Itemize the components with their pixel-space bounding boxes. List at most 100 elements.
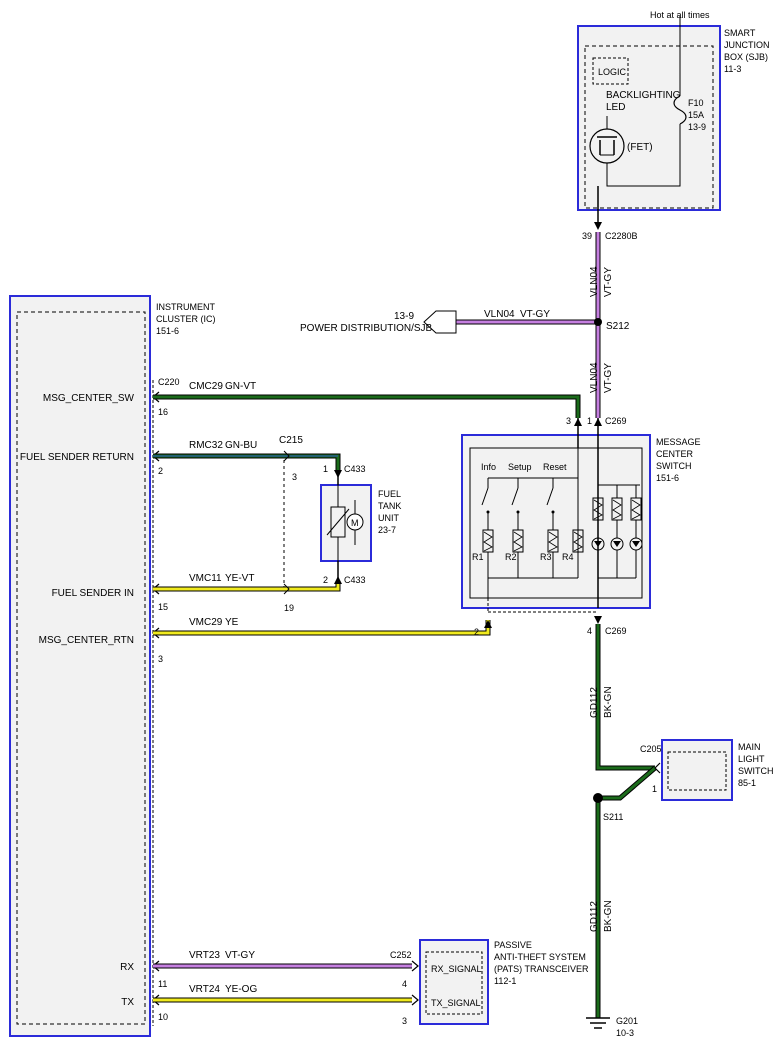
c433-top-label: C433	[344, 464, 366, 474]
motor-label: M	[351, 518, 359, 528]
reset-switch[interactable]	[546, 478, 559, 578]
c433-bottom-label: C433	[344, 575, 366, 585]
c2280b-pin-arrow	[594, 222, 602, 230]
vmc29-circuit: VMC29	[189, 617, 223, 628]
c215-bottom-mark	[283, 583, 290, 595]
pin-15: 15	[158, 602, 168, 612]
pin-3: 3	[158, 654, 163, 664]
c269-pin3-arrow	[574, 418, 582, 426]
c269-bottom-label: C269	[605, 626, 627, 636]
c215-label: C215	[279, 435, 303, 446]
c433-bottom-arrow	[334, 576, 342, 584]
resistor-r3-label: R3	[540, 552, 552, 562]
sjb-connector-c2280b: C2280B	[605, 231, 638, 241]
pin-rx: RX	[120, 962, 134, 973]
c269-pin-3: 3	[566, 416, 571, 426]
c252-rx-pin: 4	[402, 979, 407, 989]
power-dist-label: POWER DISTRIBUTION/SJB	[300, 323, 433, 334]
pin-2: 2	[158, 466, 163, 476]
pats-name-4: 112-1	[494, 976, 516, 986]
pin-11: 11	[158, 979, 167, 989]
message-center-switch	[461, 418, 651, 613]
cluster-pin-arrows	[152, 391, 160, 1006]
c269-top-label: C269	[605, 416, 627, 426]
pin-msg-center-rtn: MSG_CENTER_RTN	[39, 635, 134, 646]
main-light-name-2: LIGHT	[738, 754, 765, 764]
sjb-name-1: SMART	[724, 28, 756, 38]
pats-tx-signal: TX_SIGNAL	[431, 998, 481, 1008]
cluster-name-1: INSTRUMENT	[156, 302, 215, 312]
switch-info-label: Info	[481, 462, 496, 472]
c433-top-arrow	[334, 470, 342, 478]
c252-rx-pin-mark	[411, 960, 419, 972]
ground-name: G201	[616, 1016, 638, 1026]
wire-cmc29	[153, 394, 581, 418]
instrument-cluster	[9, 295, 151, 1037]
gd112-color-lower: BK-GN	[603, 900, 614, 932]
fuel-tank-name-2: TANK	[378, 501, 401, 511]
vmc11-circuit: VMC11	[189, 573, 222, 584]
vrt23-color: VT-GY	[225, 950, 255, 961]
c269-pin-1: 1	[587, 416, 592, 426]
pin-msg-center-sw: MSG_CENTER_SW	[43, 393, 135, 404]
sjb-fet-label: (FET)	[627, 142, 653, 153]
pats-transceiver	[419, 939, 489, 1025]
resistor-r4	[572, 529, 584, 553]
splice-s212	[594, 318, 602, 326]
c269-pin4-arrow	[594, 616, 602, 624]
info-switch[interactable]	[481, 478, 494, 598]
cmc29-color: GN-VT	[225, 381, 256, 392]
c220-label: C220	[158, 377, 180, 387]
power-distribution-connector-symbol[interactable]	[423, 310, 457, 334]
c252-label: C252	[390, 950, 412, 960]
msg-switch-name-2: CENTER	[656, 449, 694, 459]
vmc11-color: YE-VT	[225, 573, 254, 584]
wire-gd112	[595, 624, 657, 1018]
ground-symbol	[586, 1017, 610, 1029]
c269-pin-4: 4	[587, 626, 592, 636]
s212-label: S212	[606, 321, 630, 332]
pin-16: 16	[158, 407, 168, 417]
pats-name-2: ANTI-THEFT SYSTEM	[494, 952, 586, 962]
cmc29-circuit: CMC29	[189, 381, 223, 392]
hot-at-all-times-label: Hot at all times	[650, 10, 710, 20]
vrt24-color: YE-OG	[225, 984, 257, 995]
vrt23-circuit: VRT23	[189, 950, 220, 961]
pats-name-3: (PATS) TRANSCEIVER	[494, 964, 589, 974]
msg-switch-name-3: SWITCH	[656, 461, 692, 471]
power-dist-page: 13-9	[394, 311, 414, 322]
rmc32-color: GN-BU	[225, 440, 257, 451]
pin-10: 10	[158, 1012, 168, 1022]
fuse-label-3: 13-9	[688, 122, 706, 132]
gd112-circuit-upper: GD112	[589, 687, 600, 718]
s211-label: S211	[603, 812, 623, 822]
c215-top-mark	[283, 450, 290, 462]
c215-pin-3: 3	[292, 472, 297, 482]
sjb-led-label-1: BACKLIGHTING	[606, 90, 681, 101]
resistor-r2-label: R2	[505, 552, 517, 562]
fuse-f10-symbol	[673, 95, 687, 125]
fuse-label-2: 15A	[688, 110, 704, 120]
switch-setup-label: Setup	[508, 462, 532, 472]
pats-name-1: PASSIVE	[494, 940, 532, 950]
resistor-r4-label: R4	[562, 552, 574, 562]
fuse-label-1: F10	[688, 98, 704, 108]
c269-pin1-arrow	[594, 418, 602, 426]
main-light-switch	[661, 739, 733, 801]
sjb-name-4: 11-3	[724, 64, 741, 74]
wire-vmc11	[153, 584, 341, 592]
c205-pin-mark	[654, 762, 661, 774]
c205-pin-1: 1	[652, 784, 657, 794]
sjb-logic-label: LOGIC	[598, 67, 627, 77]
c252-tx-pin: 3	[402, 1016, 407, 1026]
setup-switch[interactable]	[511, 478, 524, 578]
pats-rx-signal: RX_SIGNAL	[431, 964, 482, 974]
pin-fuel-sender-return: FUEL SENDER RETURN	[20, 452, 134, 463]
c269-pin-2: 2	[474, 627, 479, 637]
cluster-name-3: 151-6	[156, 326, 179, 336]
c433-top-pin: 1	[323, 464, 328, 474]
backlight-led-strings	[591, 485, 643, 579]
c215-pin-19: 19	[284, 603, 294, 613]
main-light-name-4: 85-1	[738, 778, 756, 788]
